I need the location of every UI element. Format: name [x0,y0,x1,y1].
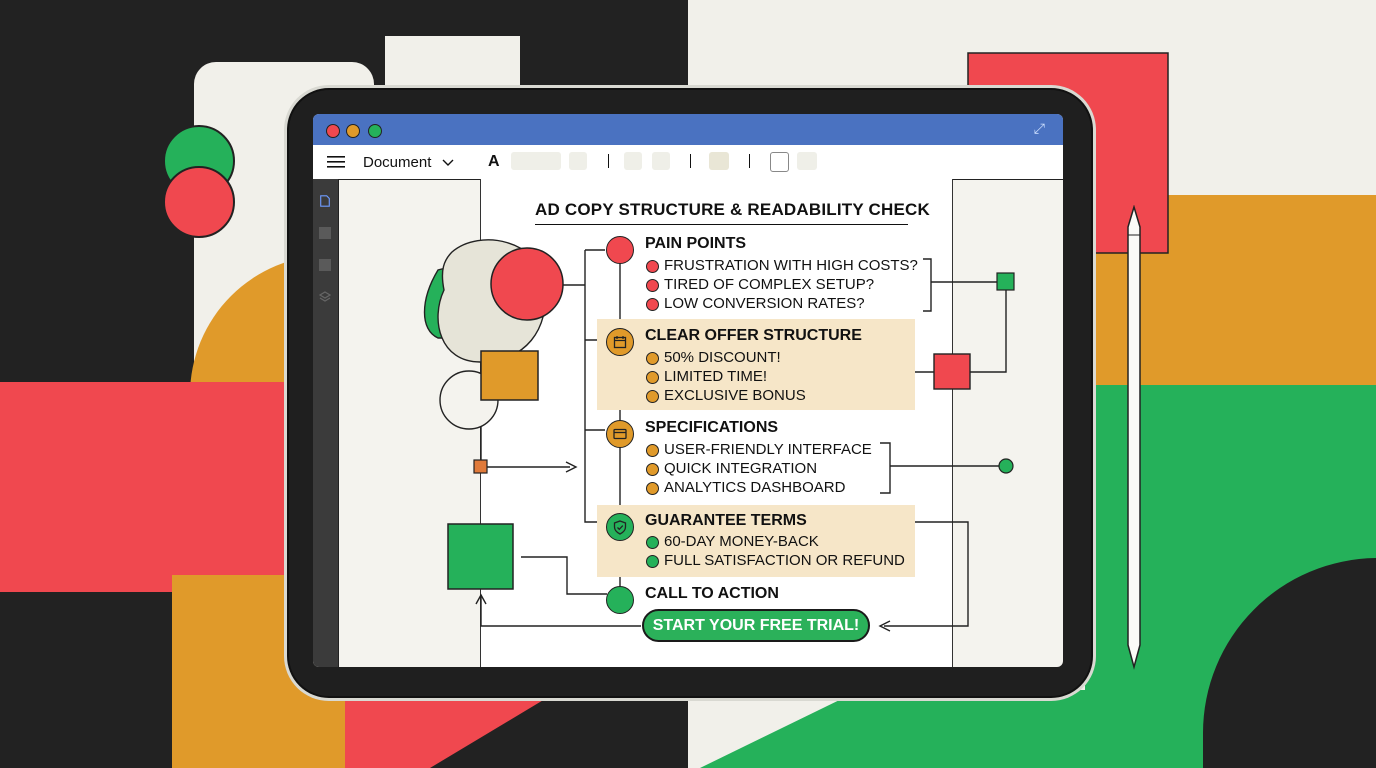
layers-panel-icon[interactable] [319,227,331,239]
document-label: Document [363,154,432,171]
card-icon [613,428,627,440]
stylus-pencil [1127,205,1141,670]
italic-button[interactable] [652,152,670,170]
section-node [606,420,634,448]
bullet-dot [646,352,659,365]
bullet-item: USER-FRIENDLY INTERFACE [664,441,872,458]
section-heading: PAIN POINTS [645,235,747,252]
section-heading: CALL TO ACTION [645,585,779,602]
image-panel-icon[interactable] [319,259,331,271]
font-size-field[interactable] [511,152,561,170]
bullet-dot [646,279,659,292]
document-toolbar: Document A [313,145,1063,180]
bullet-item: TIRED OF COMPLEX SETUP? [664,276,875,293]
title-underline [535,224,908,225]
bullet-item: ANALYTICS DASHBOARD [664,479,846,496]
document-menu[interactable]: Document [363,154,454,171]
bullet-item: LOW CONVERSION RATES? [664,295,865,312]
bullet-item: FRUSTRATION WITH HIGH COSTS? [664,257,918,274]
font-style-field[interactable] [569,152,587,170]
bullet-dot [646,390,659,403]
section-node [606,236,634,264]
bullet-item: 60-DAY MONEY-BACK [664,533,819,550]
section-heading: SPECIFICATIONS [645,419,779,436]
stack-icon[interactable] [319,291,331,303]
red-circle [163,166,235,238]
section-node [606,328,634,356]
font-icon[interactable]: A [488,153,500,170]
chevron-down-icon [442,159,454,166]
cta-button[interactable]: START YOUR FREE TRIAL! [642,609,870,642]
calendar-offer-icon [613,335,627,349]
close-button[interactable] [326,124,340,138]
window-titlebar: ⤢ [313,114,1063,145]
section-heading: CLEAR OFFER STRUCTURE [645,327,862,344]
toolbar-divider [608,154,609,168]
toolbar-divider [749,154,750,168]
bullet-item: EXCLUSIVE BONUS [664,387,806,404]
bullet-dot [646,260,659,273]
file-icon[interactable] [319,195,331,207]
bullet-item: 50% DISCOUNT! [664,349,781,366]
bullet-dot [646,555,659,568]
color-swatch-button[interactable] [770,152,789,172]
bullet-dot [646,482,659,495]
section-node [606,513,634,541]
section-node [606,586,634,614]
shield-check-icon [613,519,627,535]
tool-sidebar [313,179,339,667]
align-button[interactable] [709,152,729,170]
section-heading: GUARANTEE TERMS [645,512,807,529]
bullet-item: LIMITED TIME! [664,368,768,385]
minimize-button[interactable] [346,124,360,138]
zoom-button[interactable] [368,124,382,138]
bullet-dot [646,444,659,457]
bold-button[interactable] [624,152,642,170]
insert-button[interactable] [797,152,817,170]
expand-icon[interactable]: ⤢ [1033,120,1045,136]
bullet-item: QUICK INTEGRATION [664,460,818,477]
document-title: AD COPY STRUCTURE & READABILITY CHECK [535,200,930,219]
hamburger-icon[interactable] [327,155,345,169]
bullet-item: FULL SATISFACTION OR REFUND [664,552,905,569]
bullet-dot [646,536,659,549]
toolbar-divider [690,154,691,168]
bullet-dot [646,298,659,311]
bullet-dot [646,371,659,384]
bullet-dot [646,463,659,476]
